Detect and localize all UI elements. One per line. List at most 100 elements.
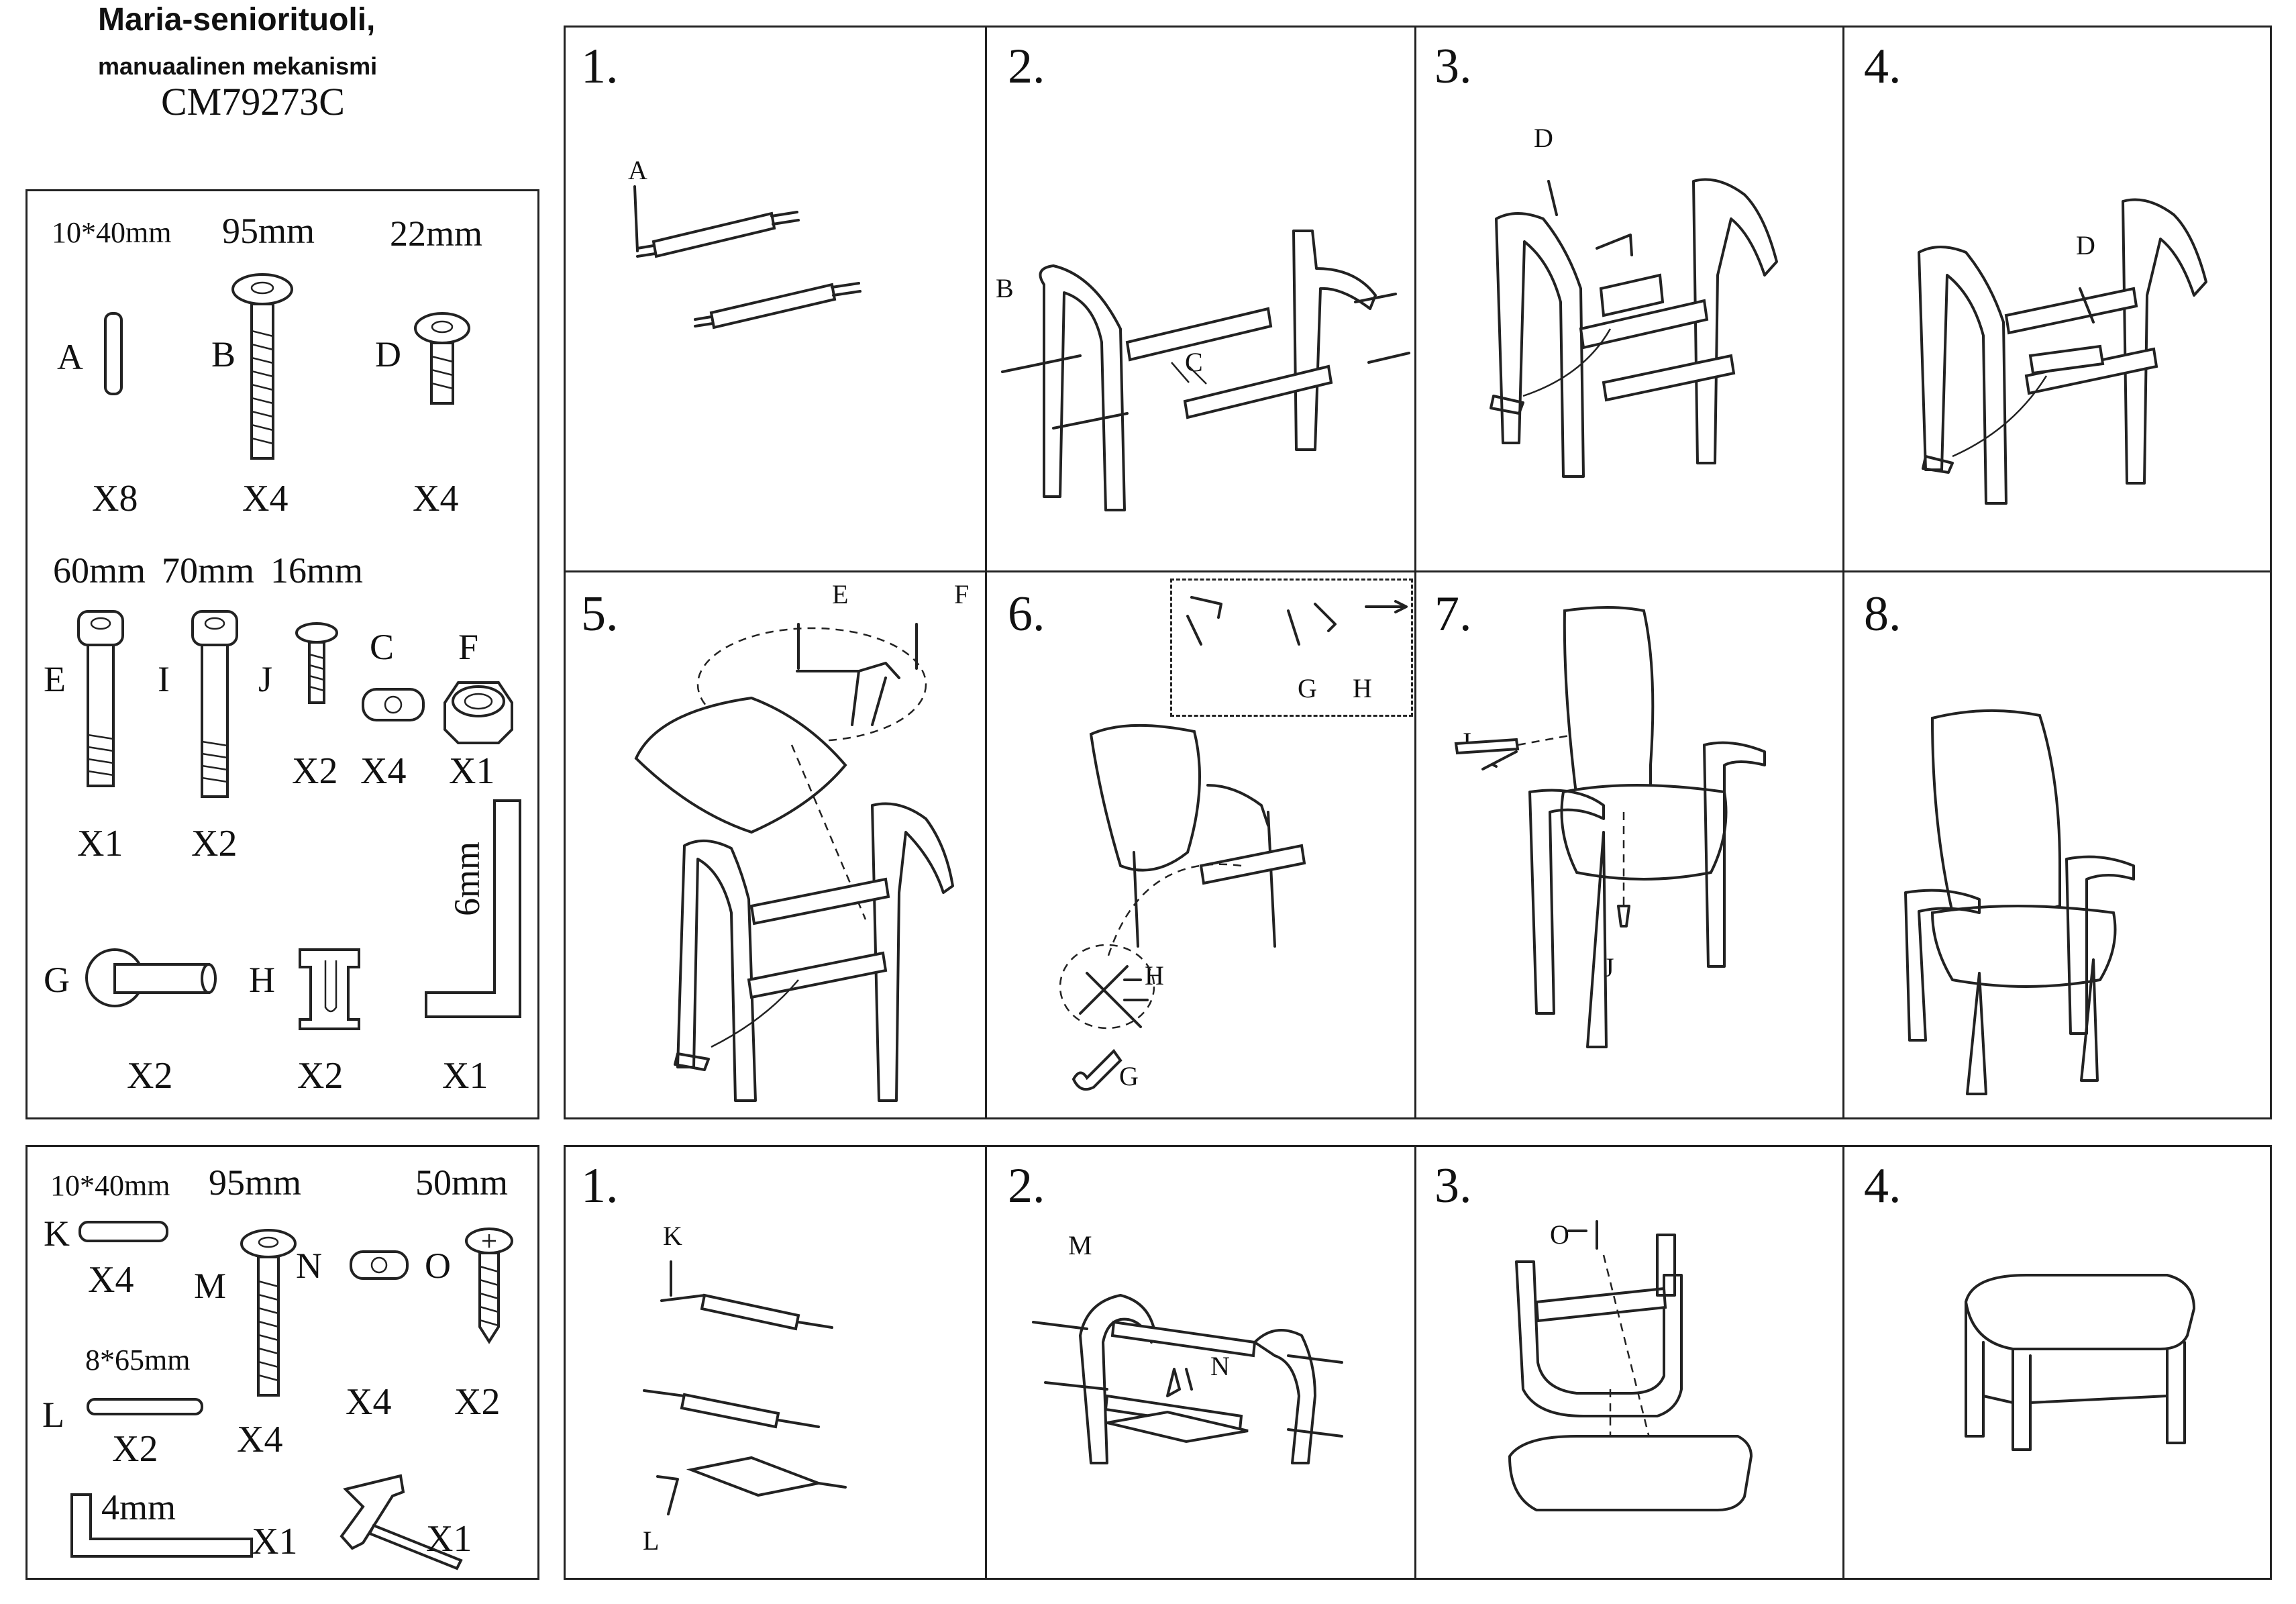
part-i-size: 70mm: [162, 550, 255, 591]
dowel-long-icon: [87, 1398, 203, 1415]
part-d-size: 22mm: [390, 213, 483, 254]
part-a-letter: A: [57, 337, 83, 377]
part-h-letter: H: [249, 960, 275, 1000]
part-b-letter: B: [211, 334, 236, 374]
chair-step-5-number: 5.: [581, 587, 619, 642]
bolt-70-icon: [191, 610, 238, 798]
allen-key-icon: [425, 799, 521, 1018]
chair-step-6-callout-g2: G: [1119, 1061, 1139, 1091]
part-m-letter: M: [194, 1266, 227, 1306]
barrel-nut-icon: [350, 1250, 409, 1280]
long-bolt-icon: [240, 1229, 297, 1397]
part-l-qty: X2: [112, 1428, 158, 1470]
short-bolt-icon: [414, 312, 470, 405]
part-b-size: 95mm: [222, 211, 315, 251]
chair-step-6-callout-h: H: [1353, 673, 1372, 703]
screw-16-icon: [295, 622, 338, 704]
frame-assembly-drawing: [1001, 230, 1410, 511]
part-e-qty: X1: [77, 823, 123, 864]
footstool-parts-panel: 10*40mm 95mm 50mm K X4 M X4 N X4 O X2 8*…: [25, 1145, 539, 1580]
part-j-size: 16mm: [270, 550, 364, 591]
step-6-detail-inset: [1170, 579, 1413, 717]
part-b-qty: X4: [242, 478, 289, 519]
document-title: Maria-seniorituoli,: [98, 2, 376, 38]
document-subtitle: manuaalinen mekanismi: [98, 52, 378, 80]
model-code: CM79273C: [161, 80, 345, 123]
armrest-fix-drawing: [1454, 606, 1766, 1048]
part-l-size: 8*65mm: [85, 1344, 191, 1376]
side-rails-drawing: [633, 185, 862, 330]
screw-50-icon: [465, 1227, 513, 1344]
part-g-letter: G: [44, 960, 70, 1000]
part-k-size: 10*40mm: [50, 1169, 170, 1202]
part-c-qty: X4: [360, 750, 407, 792]
chair-parts-panel: 10*40mm 95mm 22mm A B D X8 X4 X4 60mm 70…: [25, 189, 539, 1119]
part-m-size: 95mm: [209, 1162, 302, 1203]
seat-mount-drawing: [634, 623, 954, 1102]
footstool-step-2-callout-n: N: [1210, 1351, 1230, 1381]
long-bolt-icon: [231, 273, 293, 460]
chair-step-5-callout-e: E: [832, 579, 849, 609]
stool-rails-drawing: [643, 1260, 847, 1515]
chair-steps-grid: [564, 26, 2272, 1119]
mechanism-install-drawing: [1490, 178, 1778, 478]
wrench-icon: [340, 1474, 463, 1570]
chair-step-4-callout-d: D: [2076, 230, 2095, 260]
part-o-qty: X2: [454, 1381, 501, 1423]
finished-footstool-drawing: [1964, 1274, 2196, 1451]
chair-step-4-number: 4.: [1864, 39, 1901, 94]
chair-step-3-callout-d: D: [1534, 123, 1553, 153]
chair-step-8-number: 8.: [1864, 587, 1901, 642]
part-g-qty: X2: [127, 1055, 173, 1097]
footstool-step-1-number: 1.: [581, 1158, 619, 1213]
barrel-nut-icon: [362, 688, 425, 721]
part-k-qty: X4: [88, 1259, 134, 1301]
part-d-letter: D: [375, 334, 401, 374]
part-e-size: 60mm: [53, 550, 146, 591]
allen-key-size: 6mm: [447, 841, 487, 916]
part-e-letter: E: [44, 659, 66, 699]
allen-key-qty: X1: [442, 1055, 488, 1097]
part-i-qty: X2: [191, 823, 238, 864]
allen-key-size: 4mm: [101, 1487, 176, 1527]
chair-step-3-number: 3.: [1434, 39, 1472, 94]
stool-top-drawing: [1508, 1220, 1753, 1511]
footstool-step-3-callout-o: O: [1550, 1219, 1569, 1250]
bolt-60-icon: [77, 610, 124, 787]
part-d-qty: X4: [413, 478, 459, 519]
part-c-letter: C: [370, 627, 395, 667]
dowel-icon: [104, 312, 123, 395]
mechanism-fixed-drawing: [1918, 198, 2207, 505]
part-m-qty: X4: [237, 1419, 283, 1460]
footstool-step-1-callout-l: L: [643, 1525, 660, 1556]
part-o-letter: O: [425, 1246, 451, 1286]
clip-icon: [299, 948, 360, 1030]
part-i-letter: I: [158, 659, 170, 699]
chair-step-1-number: 1.: [581, 39, 619, 94]
finished-chair-drawing: [1904, 709, 2135, 1095]
part-h-qty: X2: [297, 1055, 344, 1097]
part-k-letter: K: [44, 1213, 70, 1254]
part-l-letter: L: [42, 1395, 64, 1435]
allen-key-qty: X1: [252, 1521, 298, 1562]
part-n-letter: N: [296, 1246, 322, 1286]
lock-nut-icon: [443, 681, 513, 744]
chair-step-6-callout-g: G: [1298, 673, 1317, 703]
chair-step-5-callout-f: F: [954, 579, 970, 609]
dowel-icon: [79, 1221, 168, 1242]
chair-step-7-number: 7.: [1434, 587, 1472, 642]
part-o-size: 50mm: [415, 1162, 509, 1203]
footstool-step-3-number: 3.: [1434, 1158, 1472, 1213]
part-a-size: 10*40mm: [52, 216, 172, 249]
chair-step-6-number: 6.: [1008, 587, 1045, 642]
stool-frame-drawing: [1032, 1294, 1343, 1464]
chair-step-2-number: 2.: [1008, 39, 1045, 94]
part-j-qty: X2: [292, 750, 338, 792]
chair-step-1-callout-a: A: [628, 155, 647, 185]
part-f-qty: X1: [449, 750, 495, 792]
footstool-step-1-callout-k: K: [663, 1221, 682, 1251]
part-n-qty: X4: [346, 1381, 392, 1423]
wrench-qty: X1: [426, 1518, 472, 1560]
pin-icon: [85, 948, 217, 1007]
part-f-letter: F: [458, 627, 479, 667]
